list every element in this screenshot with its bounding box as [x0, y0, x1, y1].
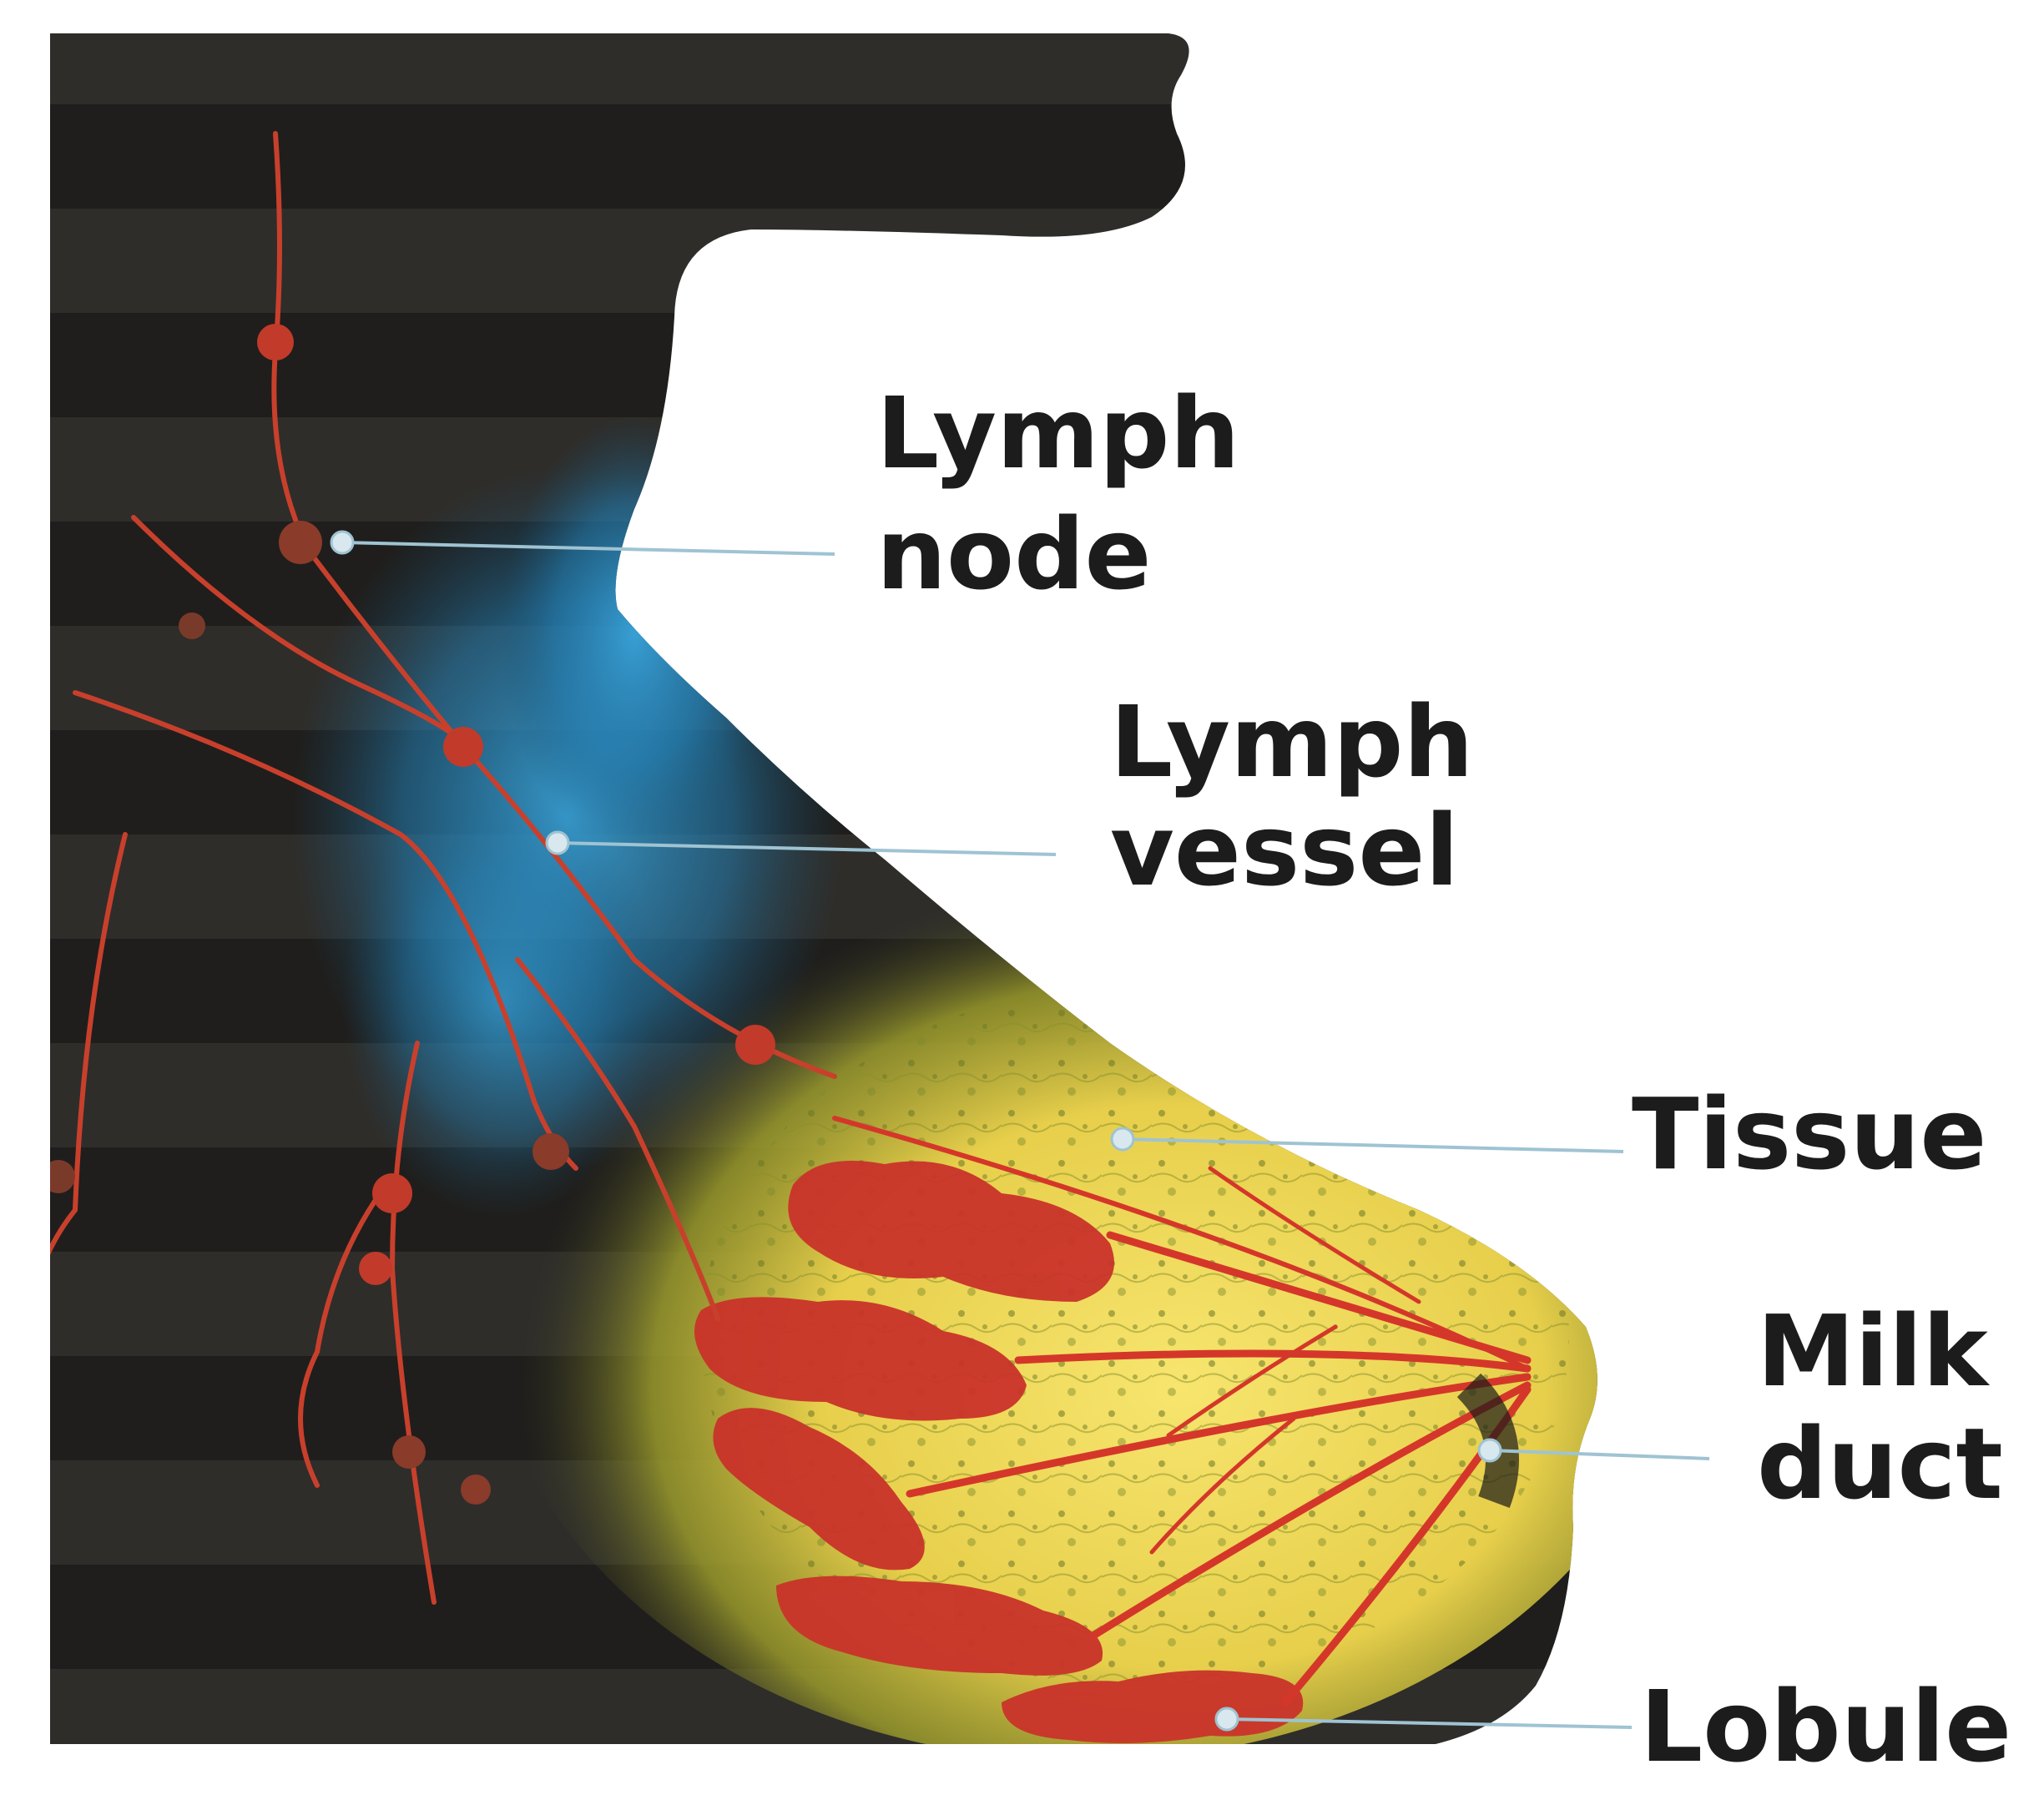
- label-lymph-vessel: Lymph vessel: [1110, 684, 1508, 908]
- label-tissue: Tissue: [1632, 1076, 1986, 1192]
- label-lobule: Lobule: [1640, 1669, 2011, 1784]
- label-milk-duct: Milk duct: [1757, 1293, 2022, 1521]
- dot-lymph-vessel: [547, 832, 568, 854]
- dot-tissue: [1112, 1128, 1133, 1150]
- dot-lymph-node: [331, 532, 353, 553]
- dot-milk-duct: [1479, 1439, 1501, 1461]
- dot-lobule: [1216, 1708, 1238, 1730]
